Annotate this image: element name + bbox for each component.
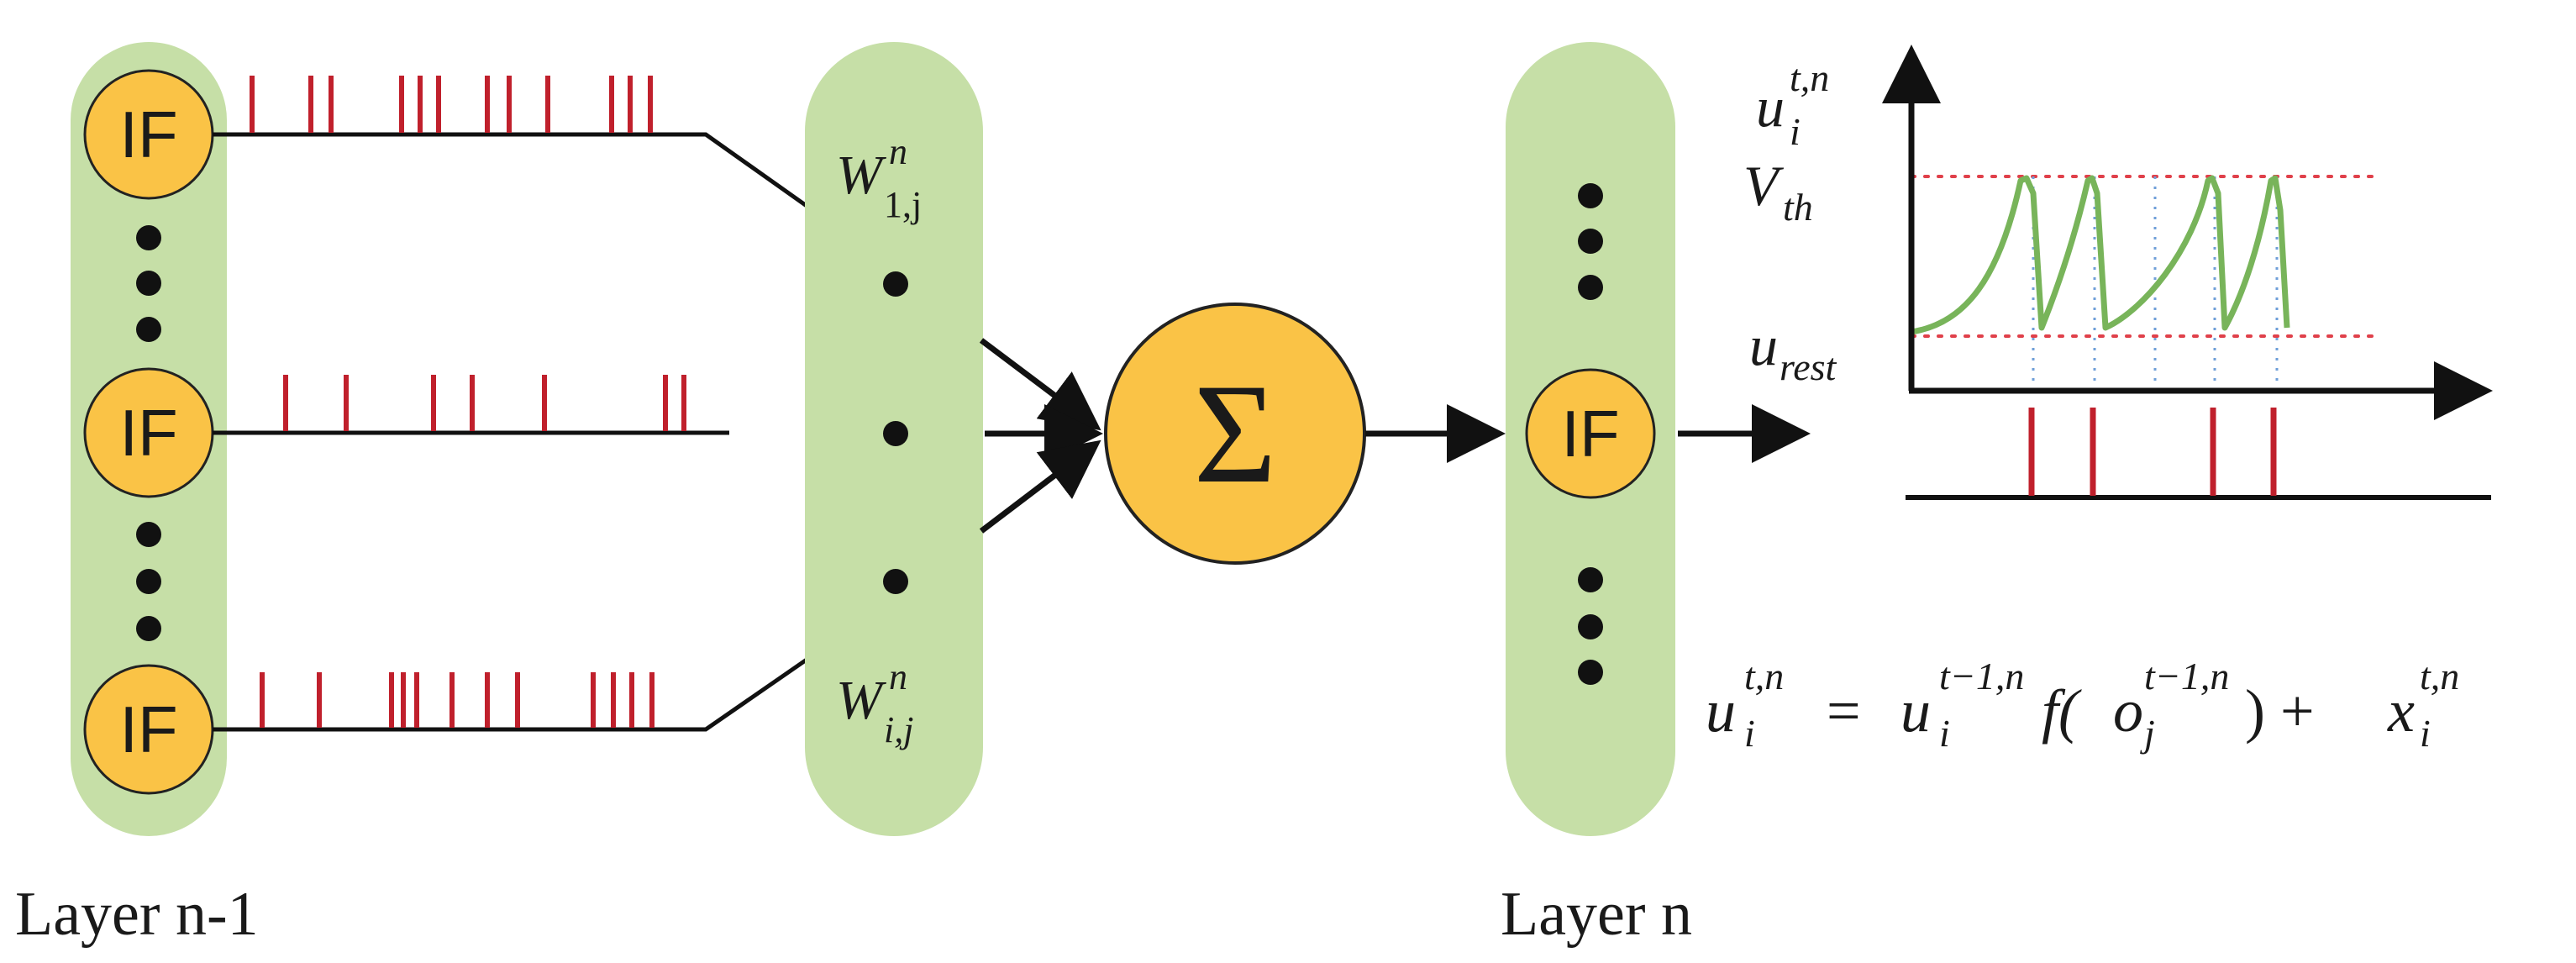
eq-t2-sup: t−1,n — [2144, 655, 2229, 697]
output-spikes — [2028, 408, 2277, 496]
rest-sub: rest — [1780, 345, 1837, 388]
spike-train-2 — [283, 375, 686, 431]
svg-text:u: u — [1706, 677, 1736, 745]
rest-label: u rest — [1749, 313, 1837, 388]
y-label-base: u — [1756, 75, 1785, 139]
eq-equals: = — [1811, 677, 1876, 745]
layer-next-dots — [1578, 183, 1603, 685]
sigma-symbol: Σ — [1194, 355, 1277, 513]
eq-t2-base: o — [2113, 677, 2143, 745]
eq-t2-sub: j — [2140, 712, 2155, 755]
neuron-label: IF — [119, 692, 177, 766]
eq-function: f( — [2042, 677, 2082, 745]
weight-superscript: n — [889, 656, 907, 697]
neuron-label: IF — [1561, 397, 1619, 471]
spike-train-1 — [250, 76, 653, 133]
layer-prev: IF IF IF — [71, 42, 227, 836]
weights-column: W n 1,j W n i,j — [805, 42, 983, 836]
eq-t1-sup: t−1,n — [1939, 655, 2024, 697]
weight-symbol: W — [836, 670, 886, 731]
eq-lhs-sub: i — [1744, 712, 1755, 755]
eq-lhs-sup: t,n — [1744, 655, 1784, 697]
eq-t3-sub: i — [2420, 712, 2431, 755]
eq-t3-sup: t,n — [2420, 655, 2459, 697]
weight-symbol: W — [836, 145, 886, 206]
membrane-plot: u t,n i V th u rest — [1743, 45, 2493, 500]
layer-prev-label: Layer n-1 — [15, 880, 259, 949]
layer-next-label: Layer n — [1501, 880, 1692, 949]
neuron-label: IF — [119, 97, 177, 171]
eq-t3-base: x — [2387, 677, 2415, 745]
summation-node: Σ — [1104, 303, 1366, 565]
weight-superscript: n — [889, 131, 907, 172]
input-lines — [213, 132, 808, 732]
eq-close: ) + — [2245, 677, 2330, 745]
neuron-label: IF — [119, 396, 177, 470]
neuron-if-next: IF — [1525, 368, 1656, 499]
neuron-if-prev-1: IF — [83, 69, 214, 200]
if-update-equation: u t,n i = u t−1,n i f( o t−1,n j ) + x t… — [1706, 655, 2459, 755]
weight-bottom-subscript: i,j — [884, 709, 913, 750]
weight-top-subscript: 1,j — [884, 184, 922, 225]
threshold-sub: th — [1783, 186, 1813, 229]
y-label-sub: i — [1790, 110, 1801, 153]
spike-train-3 — [260, 672, 655, 728]
neuron-if-prev-3: IF — [83, 664, 214, 795]
eq-t1-sub: i — [1939, 712, 1950, 755]
membrane-potential-curve — [1911, 175, 2290, 335]
plot-y-label: u t,n i — [1756, 56, 1829, 153]
rest-base: u — [1749, 313, 1778, 377]
weights-dots — [883, 271, 908, 594]
weight-top-label: W n 1,j — [836, 131, 922, 225]
neuron-if-prev-2: IF — [83, 367, 214, 498]
eq-t1-base: u — [1900, 677, 1931, 745]
weight-bottom-label: W n i,j — [836, 656, 913, 750]
arrows-to-sum — [979, 338, 1103, 534]
y-label-sup: t,n — [1790, 56, 1829, 99]
ellipsis-dots — [136, 225, 161, 641]
threshold-label: V th — [1743, 154, 1813, 229]
layer-next: IF — [1506, 42, 1675, 836]
eq-lhs-base: u — [1706, 677, 1736, 745]
threshold-base: V — [1743, 154, 1785, 218]
